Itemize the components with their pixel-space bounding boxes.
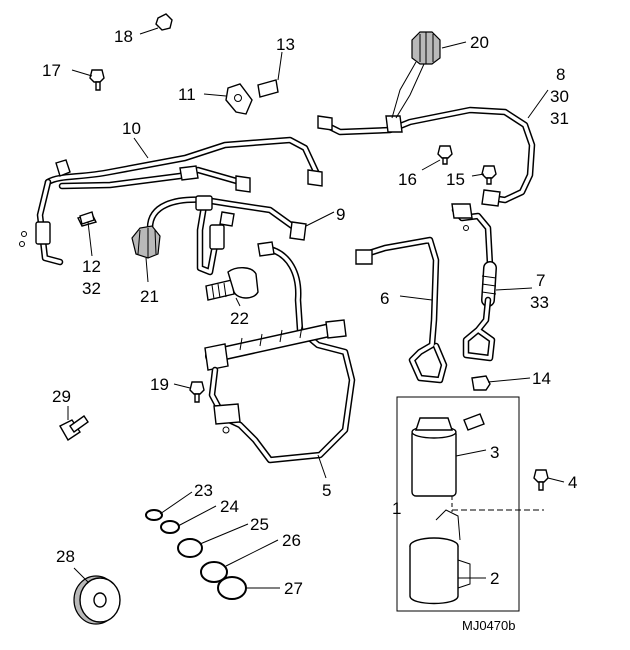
clip-11 — [225, 83, 253, 115]
valve-cap-21 — [131, 225, 161, 259]
callout-labels: 18 13 20 17 11 8 30 31 10 16 15 9 12 32 … — [42, 27, 577, 598]
bolt-19 — [189, 381, 205, 403]
o-ring-23 — [145, 509, 163, 521]
o-ring-26 — [200, 561, 228, 583]
bolt-29 — [59, 415, 89, 441]
callout-28: 28 — [56, 547, 75, 566]
callout-1: 1 — [392, 499, 401, 518]
bolt-14 — [471, 375, 491, 391]
bolt-22 — [205, 267, 259, 301]
callout-2: 2 — [490, 569, 499, 588]
receiver-drier-frame-1 — [396, 396, 520, 612]
callout-26: 26 — [282, 531, 301, 550]
valve-cap-20 — [391, 31, 441, 119]
o-ring-27 — [217, 576, 247, 600]
hose-7 — [451, 203, 497, 362]
screw-13 — [257, 79, 279, 98]
callout-5: 5 — [322, 481, 331, 500]
callout-8: 8 — [556, 65, 565, 84]
callout-7: 7 — [536, 271, 545, 290]
bolt-17 — [89, 69, 105, 91]
callout-20: 20 — [470, 33, 489, 52]
callout-29: 29 — [52, 387, 71, 406]
hose-assembly-5 — [204, 241, 356, 464]
figure-reference: MJ0470b — [462, 618, 515, 633]
pipe-6 — [355, 236, 448, 384]
callout-17: 17 — [42, 61, 61, 80]
callout-15: 15 — [446, 170, 465, 189]
drier-bracket-2 — [409, 509, 471, 605]
callout-27: 27 — [284, 579, 303, 598]
bolt-15 — [481, 165, 497, 185]
callout-16: 16 — [398, 170, 417, 189]
callout-12: 12 — [82, 257, 101, 276]
callout-33: 33 — [530, 293, 549, 312]
pipe-8 — [317, 106, 536, 207]
callout-21: 21 — [140, 287, 159, 306]
callout-23: 23 — [194, 481, 213, 500]
callout-18: 18 — [114, 27, 133, 46]
receiver-drier-3 — [411, 413, 485, 497]
callout-25: 25 — [250, 515, 269, 534]
callout-4: 4 — [568, 473, 577, 492]
callout-6: 6 — [380, 289, 389, 308]
callout-30: 30 — [550, 87, 569, 106]
bolt-4 — [533, 469, 549, 491]
callout-11: 11 — [178, 85, 196, 104]
callout-14: 14 — [532, 369, 551, 388]
grommet-28 — [73, 575, 121, 625]
valve-tube-assembly-9 — [146, 195, 307, 276]
callout-31: 31 — [550, 109, 569, 128]
callout-24: 24 — [220, 497, 239, 516]
o-ring-24 — [160, 520, 180, 534]
leader-lines — [67, 27, 565, 589]
callout-10: 10 — [122, 119, 141, 138]
bolt-18 — [155, 13, 173, 31]
callout-19: 19 — [150, 375, 169, 394]
callout-13: 13 — [276, 35, 295, 54]
callout-9: 9 — [336, 205, 345, 224]
bolt-16 — [437, 145, 453, 165]
callout-32: 32 — [82, 279, 101, 298]
callout-22: 22 — [230, 309, 249, 328]
o-ring-25 — [177, 538, 203, 558]
pipe-assembly-10 — [19, 136, 323, 266]
bolt-12 — [79, 211, 95, 225]
callout-3: 3 — [490, 443, 499, 462]
